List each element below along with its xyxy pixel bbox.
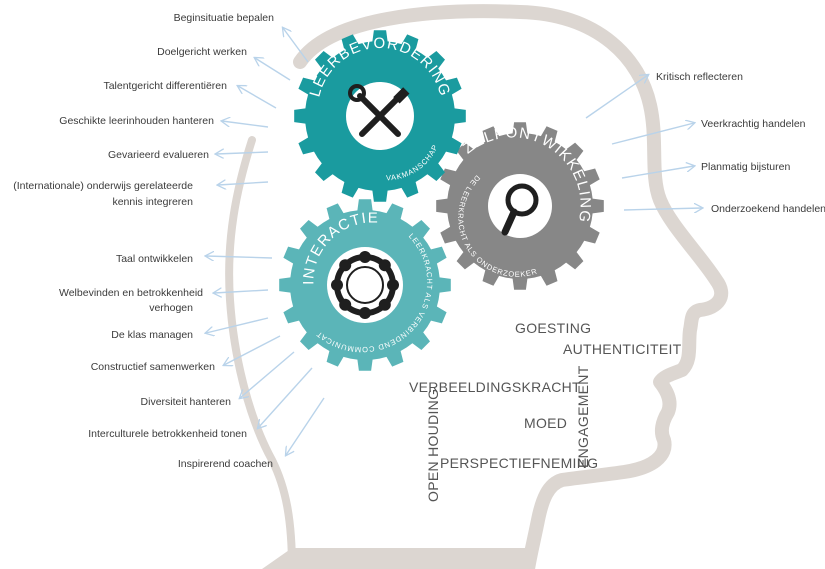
arrow bbox=[218, 182, 269, 185]
keyword: PERSPECTIEFNEMING bbox=[440, 455, 598, 471]
left-item: Inspirerend coachen bbox=[178, 458, 273, 470]
wrench-screwdriver-icon bbox=[346, 82, 414, 150]
arrow bbox=[621, 166, 694, 179]
arrow bbox=[286, 397, 325, 455]
right-item: Kritisch reflecteren bbox=[656, 71, 743, 83]
arrow bbox=[611, 123, 694, 145]
right-item: Planmatig bijsturen bbox=[701, 161, 790, 173]
magnifier-icon bbox=[488, 174, 552, 238]
right-items: Kritisch reflecteren Veerkrachtig handel… bbox=[656, 71, 825, 215]
keyword: OPEN HOUDING bbox=[425, 389, 441, 502]
person-dot bbox=[387, 279, 399, 291]
left-item: verhogen bbox=[149, 302, 193, 314]
left-item: Doelgericht werken bbox=[157, 46, 247, 58]
person-dot bbox=[378, 259, 391, 272]
left-item: (Internationale) onderwijs gerelateerde bbox=[13, 180, 193, 192]
arrow bbox=[222, 121, 269, 128]
right-item: Veerkrachtig handelen bbox=[701, 118, 806, 130]
keyword: GOESTING bbox=[515, 320, 591, 336]
person-dot bbox=[359, 307, 371, 319]
left-item: De klas managen bbox=[111, 329, 193, 341]
keyword: AUTHENTICITEIT bbox=[563, 341, 682, 357]
keywords: GOESTING AUTHENTICITEIT VERBEELDINGSKRAC… bbox=[409, 320, 682, 502]
left-item: kennis integreren bbox=[112, 196, 193, 208]
left-item: Beginsituatie bepalen bbox=[174, 12, 275, 24]
arrow bbox=[206, 317, 269, 333]
arrow bbox=[255, 58, 291, 81]
left-item: Taal ontwikkelen bbox=[116, 253, 193, 265]
person-dot bbox=[378, 298, 391, 311]
arrow bbox=[240, 351, 295, 398]
arrow bbox=[283, 28, 309, 63]
arrow bbox=[216, 152, 269, 154]
person-dot bbox=[359, 251, 371, 263]
left-item: Geschikte leerinhouden hanteren bbox=[59, 115, 214, 127]
left-item: Talentgericht differentiëren bbox=[103, 80, 227, 92]
right-item: Onderzoekend handelen bbox=[711, 203, 825, 215]
arrow bbox=[206, 256, 273, 258]
arrow bbox=[585, 75, 648, 119]
left-item: Diversiteit hanteren bbox=[141, 396, 232, 408]
head-silhouette bbox=[225, 4, 729, 569]
left-item: Welbevinden en betrokkenheid bbox=[59, 287, 203, 299]
person-dot bbox=[331, 279, 343, 291]
keyword: MOED bbox=[524, 415, 567, 431]
arrow bbox=[623, 208, 702, 210]
arrows-group bbox=[206, 28, 702, 455]
people-circle-icon bbox=[327, 247, 403, 323]
arrow bbox=[214, 290, 269, 293]
arrow bbox=[224, 335, 281, 365]
person-dot bbox=[339, 259, 352, 272]
left-items: Beginsituatie bepalen Doelgericht werken… bbox=[13, 12, 274, 470]
arrow bbox=[258, 367, 313, 428]
keyword: VERBEELDINGSKRACHT bbox=[409, 379, 581, 395]
person-dot bbox=[339, 298, 352, 311]
keyword: ENGAGEMENT bbox=[575, 365, 591, 468]
left-item: Constructief samenwerken bbox=[91, 361, 215, 373]
arrow bbox=[238, 86, 277, 109]
left-item: Interculturele betrokkenheid tonen bbox=[88, 428, 247, 440]
left-item: Gevarieerd evalueren bbox=[108, 149, 209, 161]
